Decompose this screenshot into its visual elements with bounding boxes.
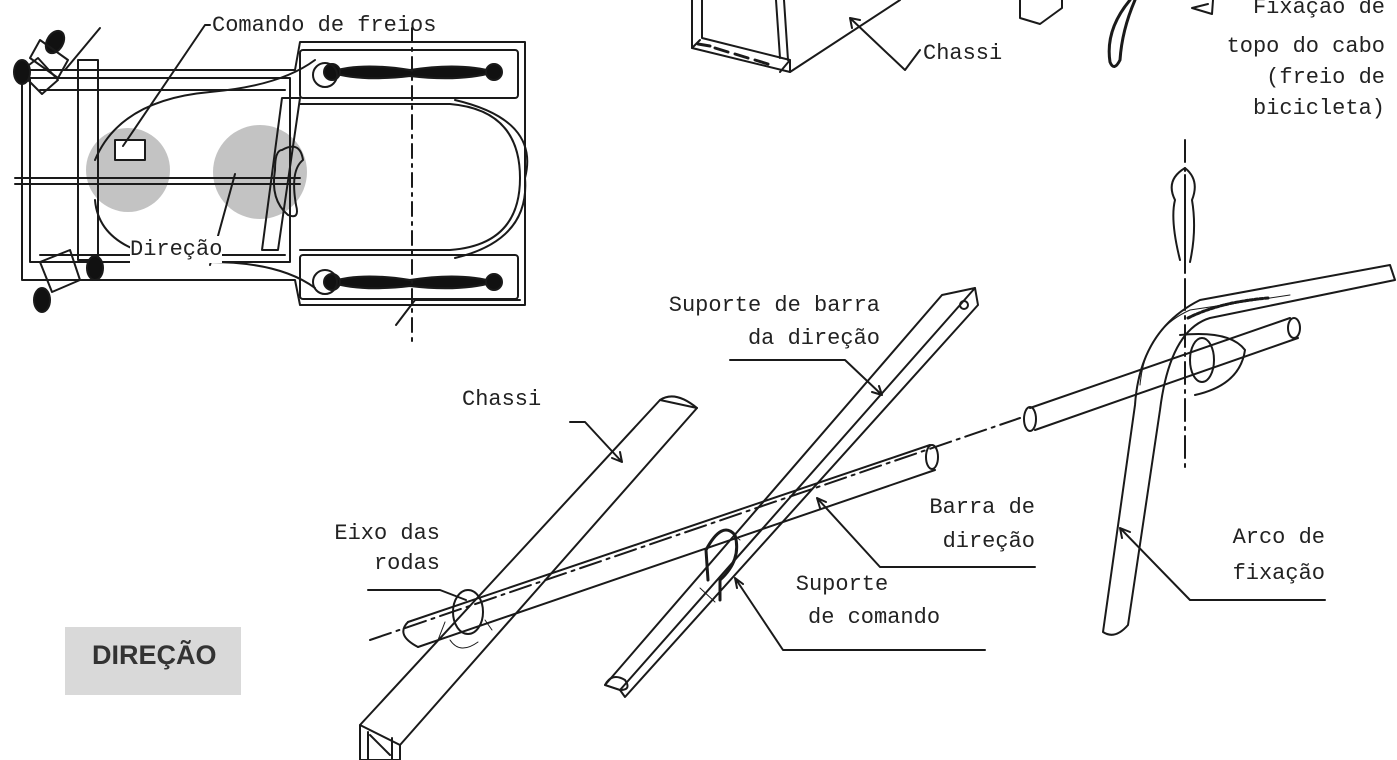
chassis-frame	[21, 41, 526, 306]
label-suporte-cmd-1: Suporte	[795, 572, 889, 597]
label-chassi-main: Chassi	[462, 387, 542, 412]
front-wheel-bottom-left	[39, 249, 81, 293]
steering-rod	[407, 444, 936, 648]
leader-comando	[122, 24, 211, 147]
seat-panel-top	[299, 49, 519, 99]
fixing-block	[1019, 0, 1063, 25]
label-eixo-1: Eixo das	[334, 521, 440, 546]
brake-command-box	[114, 139, 146, 161]
label-arco-2: fixação	[1232, 561, 1325, 586]
command-hook	[704, 528, 739, 602]
front-wheel-top-left	[19, 57, 59, 95]
seat-panel-bottom	[299, 254, 519, 300]
label-fixacao-1: Fixação de	[1252, 0, 1385, 20]
front-axle	[14, 177, 301, 185]
right-rod	[1029, 317, 1299, 431]
leader-barra	[816, 497, 1036, 568]
arc-washer	[1189, 337, 1215, 383]
brake-command-highlight	[86, 128, 170, 212]
label-fixacao-4: bicicleta)	[1252, 96, 1385, 121]
chassis-box-section	[691, 0, 901, 73]
label-fixacao-3: (freio de	[1266, 65, 1385, 90]
steering-assembly	[359, 139, 1396, 760]
label-suporte-barra-1: Suporte de barra	[668, 293, 880, 318]
chassis-detail	[691, 0, 1214, 73]
leader-arco	[1119, 527, 1326, 601]
label-fixacao-2: topo do cabo	[1226, 34, 1385, 59]
section-badge	[65, 627, 241, 695]
label-arco-1: Arco de	[1232, 525, 1325, 550]
label-barra-2: direção	[942, 529, 1035, 554]
label-barra-1: Barra de	[929, 495, 1035, 520]
leader-chassi	[569, 421, 623, 463]
arrow-fixacao	[1191, 0, 1214, 15]
leader-eixo	[367, 589, 467, 601]
label-comando-freios: Comando de freios	[212, 13, 437, 38]
seat-outline	[299, 103, 521, 251]
leader-suporte-comando	[734, 577, 986, 651]
label-chassi-top: Chassi	[923, 41, 1003, 66]
kart-plan-view	[13, 24, 529, 346]
cotter-pin	[1170, 167, 1196, 263]
section-title: DIREÇÃO	[92, 640, 217, 670]
label-suporte-barra-2: da direção	[747, 326, 880, 351]
label-suporte-cmd-2: de comando	[808, 605, 941, 630]
label-eixo-2: rodas	[373, 551, 440, 576]
leader-suporte-barra	[729, 359, 883, 396]
arrow-chassi-top	[849, 17, 921, 71]
axle-ring	[452, 589, 484, 635]
bike-cable	[1107, 0, 1137, 68]
label-direcao-top: Direção	[130, 236, 223, 263]
